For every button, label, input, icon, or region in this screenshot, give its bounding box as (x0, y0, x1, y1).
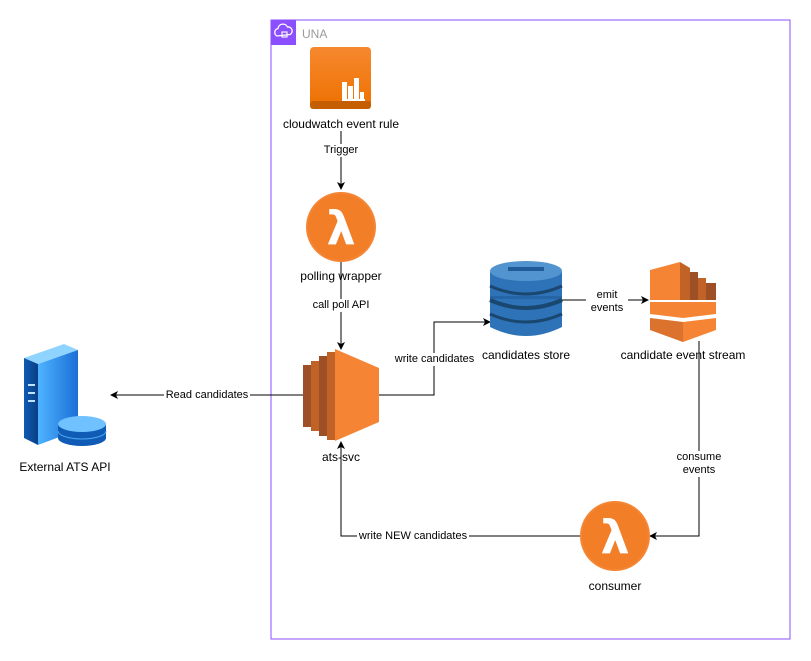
lambda-icon: λ (580, 501, 650, 571)
consumer-label: consumer (588, 579, 642, 593)
edge-label-trigger: Trigger (320, 144, 362, 157)
edge-label-emit-line1: emit (596, 289, 618, 301)
edge-label-write-candidates: write candidates (393, 353, 476, 366)
external-ats-api-label: External ATS API (19, 460, 111, 474)
cloudwatch-icon (310, 47, 371, 109)
candidates-store-label: candidates store (481, 348, 571, 362)
ats-svc-label: ats-svc (321, 450, 360, 464)
edge-label-emit-events: emit events (586, 289, 628, 315)
polling-wrapper-label: polling wrapper (300, 269, 382, 283)
group-label: UNA (302, 27, 328, 41)
svg-text:λ: λ (326, 201, 355, 255)
ec2-icon (303, 349, 379, 441)
dynamodb-icon (489, 261, 563, 336)
cloud-lock-icon (271, 20, 296, 45)
candidate-event-stream-label: candidate event stream (620, 348, 746, 362)
edge-label-consume-events: consume events (673, 451, 725, 477)
edge-label-emit-line2: events (590, 302, 624, 314)
svg-text:λ: λ (600, 510, 629, 564)
lambda-icon: λ (306, 192, 376, 262)
una-group-boundary (270, 19, 791, 640)
edge-write-new (337, 441, 580, 537)
edge-label-consume-line1: consume (676, 451, 722, 463)
edge-label-read-candidates: Read candidates (164, 389, 250, 402)
kinesis-icon (650, 262, 716, 342)
cloudwatch-label: cloudwatch event rule (282, 117, 400, 131)
edge-label-consume-line2: events (682, 464, 716, 476)
edge-consume-events (649, 341, 700, 540)
server-database-icon (24, 344, 107, 446)
edge-label-call-poll: call poll API (310, 299, 372, 312)
edge-label-write-new: write NEW candidates (357, 530, 469, 543)
